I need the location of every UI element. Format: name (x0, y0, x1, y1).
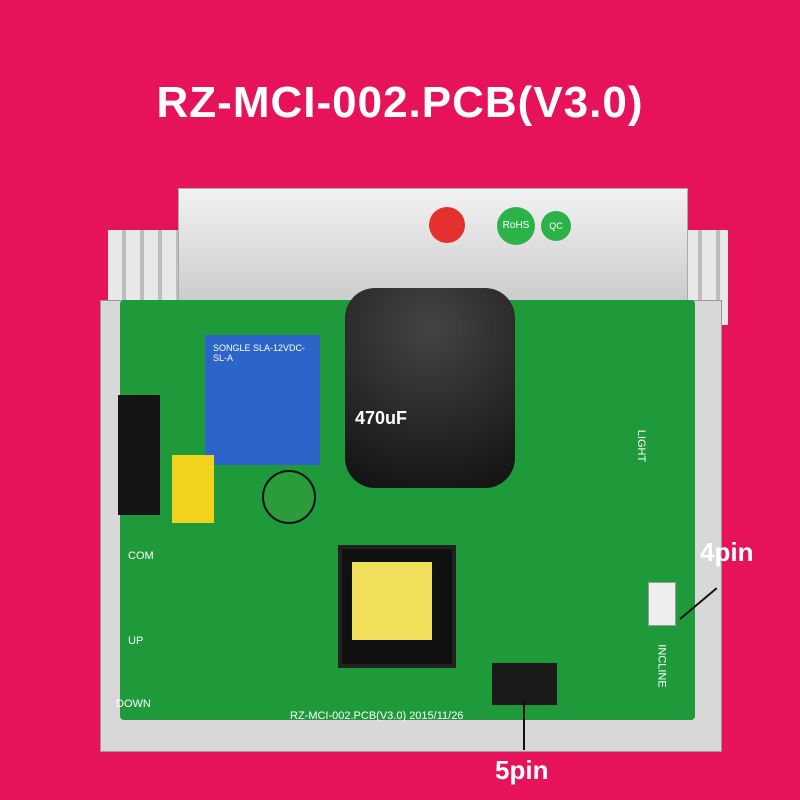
5pin-connector (492, 663, 557, 705)
down-label: DOWN (116, 698, 151, 710)
4pin-label: 4pin (700, 537, 754, 567)
heatsink: RoHS QC (178, 188, 688, 310)
transformer-coil (352, 562, 432, 640)
small-capacitor (262, 470, 316, 524)
light-label: LIGHT (635, 429, 648, 463)
product-title: RZ-MCI-002.PCB(V3.0) (156, 78, 644, 127)
5pin-arrow (523, 700, 525, 750)
fuse-holder (118, 395, 160, 515)
up-label: UP (128, 635, 144, 647)
5pin-label: 5pin (495, 755, 549, 785)
electrolytic-capacitor: 470uF (345, 288, 515, 488)
4pin-connector (648, 582, 676, 626)
qc-stamp: QC (541, 211, 571, 241)
com-label: COM (128, 550, 154, 562)
red-stamp (429, 207, 465, 243)
relay: SONGLE SLA-12VDC-SL-A (205, 335, 320, 465)
film-capacitor (172, 455, 214, 523)
board-silkscreen: RZ-MCI-002.PCB(V3.0) 2015/11/26 (290, 710, 464, 722)
rohs-stamp: RoHS (497, 207, 535, 245)
incline-label: INCLINE (655, 644, 668, 688)
capacitor-value: 470uF (355, 408, 408, 428)
